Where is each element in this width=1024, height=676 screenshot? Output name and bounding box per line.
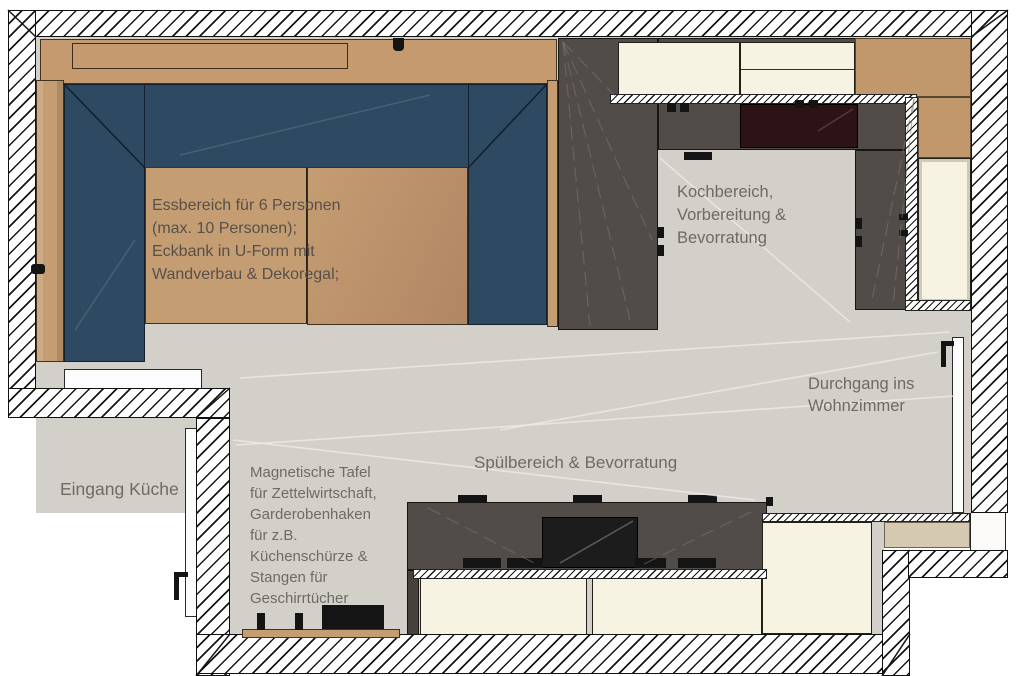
upper-cabinet-1 <box>618 42 740 96</box>
passage-door-leaf <box>952 337 964 513</box>
drawer-handle <box>635 558 666 568</box>
label-dining-area: Essbereich für 6 Personen (max. 10 Perso… <box>152 197 341 283</box>
counter-handle <box>680 103 689 112</box>
wall-entrance-horizontal <box>8 388 230 418</box>
counter-handle <box>855 218 862 229</box>
counter-handle <box>855 236 862 247</box>
hook-post <box>295 613 303 630</box>
counter-handle <box>795 100 804 108</box>
wall-left <box>8 10 36 418</box>
passage-door-frame <box>970 513 1006 550</box>
counter-edge-top <box>610 94 917 104</box>
tall-cabinet-handle <box>899 214 908 220</box>
shelf-knob <box>393 38 404 51</box>
wall-entrance-vertical <box>196 418 230 676</box>
step-threshold <box>762 513 970 522</box>
entrance-door-handle <box>174 572 179 600</box>
label-passage: Durchgang ins Wohnzimmer <box>808 375 915 415</box>
corner-bench-left <box>64 84 145 362</box>
drawer-handle <box>678 558 716 568</box>
tall-cabinet-handle <box>899 230 908 236</box>
label-cooking-area: Kochbereich, Vorbereitung & Bevorratung <box>677 183 787 247</box>
base-cabinet-1 <box>420 578 587 635</box>
entrance-door-handle <box>174 572 188 577</box>
sink-counter-edge <box>413 569 767 579</box>
wall-top <box>8 10 1008 37</box>
upper-cabinet-2 <box>740 42 855 96</box>
counter-handle <box>657 245 664 256</box>
wall-step-vertical <box>882 550 910 676</box>
counter-handle <box>684 152 712 160</box>
magnet-board <box>322 605 384 629</box>
counter-corner-wood-top <box>855 38 971 97</box>
cabinet-edge-bottom <box>905 300 971 311</box>
passage-door-handle <box>941 341 954 346</box>
sink <box>542 517 638 568</box>
bench-side-panel-right <box>547 80 558 327</box>
base-cabinet-2 <box>592 578 762 635</box>
corner-bench-right <box>468 84 547 325</box>
tall-cabinet <box>918 158 971 303</box>
wall-right <box>971 10 1008 513</box>
dining-table-right <box>307 167 468 325</box>
sink-counter-handle <box>688 495 717 503</box>
cooktop <box>740 104 858 148</box>
drawer-handle <box>507 558 543 568</box>
label-sink-area: Spülbereich & Bevorratung <box>474 453 678 472</box>
wall-bottom <box>196 634 908 674</box>
drawer-handle <box>463 558 501 568</box>
label-magnet-board: Magnetische Tafel für Zettelwirtschaft, … <box>250 464 377 607</box>
hook-post <box>257 613 265 630</box>
sink-counter-side <box>407 570 419 635</box>
sink-counter-handle <box>573 495 602 503</box>
dining-table-left <box>145 167 307 324</box>
counter-edge-right <box>905 97 918 307</box>
corner-base-cabinet <box>762 522 872 634</box>
passage-floor <box>884 522 970 548</box>
counter-handle <box>667 103 676 112</box>
wall-shelf-unit <box>40 39 557 84</box>
label-entrance: Eingang Küche <box>60 479 179 499</box>
bench-side-panel-left <box>36 80 64 362</box>
wall-handle-left <box>31 264 45 274</box>
counter-corner-wood-right <box>918 97 971 158</box>
wall-step-horizontal <box>908 550 1008 578</box>
counter-handle <box>657 227 664 238</box>
counter-handle <box>809 100 818 108</box>
sink-counter-handle <box>766 497 773 506</box>
shelf-inset <box>72 43 348 69</box>
sink-counter-handle <box>458 495 487 503</box>
magnet-board-shelf <box>242 629 400 638</box>
